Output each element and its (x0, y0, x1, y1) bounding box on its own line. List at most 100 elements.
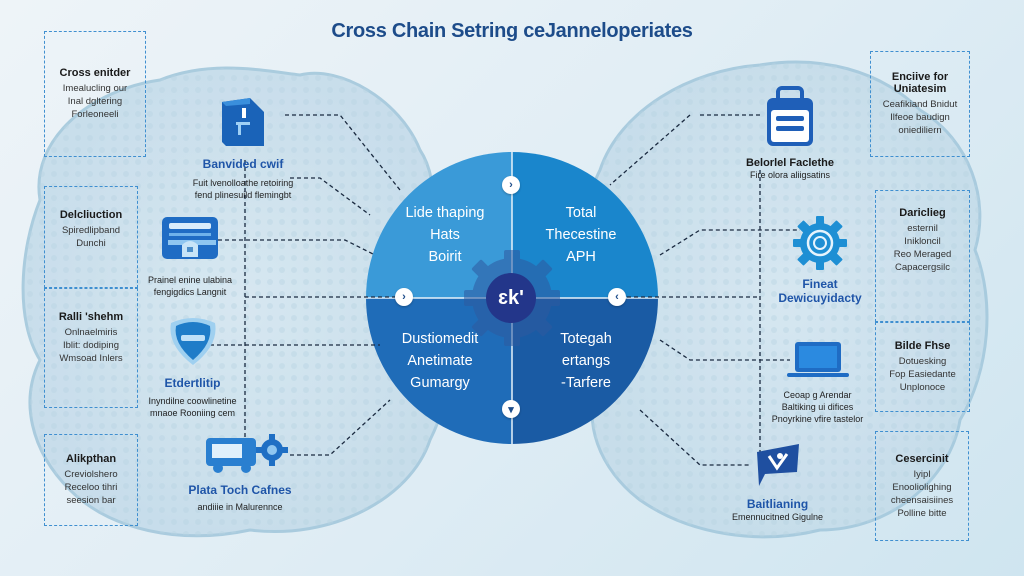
quadrant-line: Total (565, 205, 597, 221)
node-desc: Baltiking ui difices (781, 402, 854, 412)
left-node-shield[interactable]: Etdertlitip Inyndilne coowlinetine mnaoe… (130, 315, 255, 419)
box-heading: Dariclieg (899, 207, 946, 219)
document-icon (222, 98, 264, 146)
quadrant-line: Totegah (560, 331, 612, 347)
node-desc: mnaoe Rooniing cem (149, 408, 236, 418)
box-line: esternil (907, 223, 938, 234)
node-label: Belorlel Faclethe (745, 157, 835, 169)
left-info-box: Alikpthan Creviolshero Receloo tihri see… (44, 434, 138, 526)
box-line: Ilfeoe baudign (890, 112, 950, 123)
node-label: Fineat (802, 277, 838, 291)
left-node-document[interactable]: Banvided cwif Fuit lvenolloathe retoirin… (168, 96, 318, 201)
quadrant-bottom-right[interactable]: Totegah ertangs -Tarfere (521, 328, 651, 394)
arrow-right-icon[interactable]: ‹ (608, 288, 626, 306)
quadrant-line: Gumargy (410, 375, 470, 391)
quadrant-top-right-shape (512, 152, 658, 298)
quadrant-bottom-left-shape (366, 298, 512, 444)
box-line: cheensaisiines (890, 494, 954, 506)
box-heading: Enciive for (891, 71, 949, 83)
center-circle (366, 152, 658, 444)
arrow-bottom-icon[interactable]: ▾ (502, 400, 520, 418)
box-line: Forleoneeli (71, 109, 119, 120)
left-node-browser[interactable]: Prainel enine ulabina fengigdics Langnit (130, 215, 250, 298)
right-info-box: Dariclieg esternil Inikloncil Reo Merage… (875, 190, 970, 322)
arrow-left-icon[interactable]: › (395, 288, 413, 306)
node-desc: Ceoap g Arendar (783, 390, 852, 400)
box-heading: Delcliuction (59, 209, 123, 221)
left-node-truck-gear[interactable]: Plata Toch Cafnes andiiie in Malurennce (175, 432, 305, 513)
box-line: Receloo tihri (64, 482, 118, 493)
quadrant-top-left[interactable]: Lide thaping Hats Boirit (380, 202, 510, 268)
box-line: Capacergsilc (895, 262, 950, 273)
box-line: Reo Meraged (893, 249, 952, 260)
right-node-chat-flag[interactable]: Baitlianing Emennucitned Gigulne (715, 442, 840, 523)
node-label: Banvided cwif (202, 157, 284, 171)
quadrant-line: ertangs (561, 353, 611, 369)
right-info-box: Bilde Fhse Dotuesking Fop Easiedante Unp… (875, 322, 970, 412)
connector-lines (210, 114, 800, 470)
chat-flag-icon (756, 444, 799, 486)
node-desc: Fuit lvenolloathe retoiring (192, 178, 294, 188)
quadrant-line: -Tarfere (561, 375, 611, 391)
box-heading: Cross enitder (59, 67, 131, 79)
right-node-gear[interactable]: Fineat Dewicuyidacty (765, 214, 875, 305)
quadrant-line: Lide thaping (405, 205, 485, 221)
gear-icon (793, 216, 847, 270)
browser-window-icon (162, 217, 218, 259)
box-line: Imealucling our (62, 83, 128, 94)
quadrant-top-right[interactable]: Total Thecestine APH (516, 202, 646, 268)
node-desc: fengigdics Langnit (153, 287, 227, 297)
briefcase-icon (767, 86, 813, 146)
quadrant-line: Hats (430, 227, 460, 243)
box-heading: Uniatesim (893, 83, 947, 95)
node-label: Etdertlitip (164, 376, 221, 390)
laptop-icon (786, 342, 849, 377)
node-label: Dewicuyidacty (778, 291, 862, 305)
box-heading: Ralli 'shehm (58, 311, 124, 323)
box-line: oniediliern (898, 125, 942, 136)
node-desc: Emennucitned Gigulne (731, 512, 824, 522)
right-info-box: Enciive for Uniatesim Ceafikiand Bnidut … (870, 51, 970, 157)
node-label: Plata Toch Cafnes (188, 483, 292, 497)
quadrant-line: APH (566, 249, 596, 265)
shield-badge-icon (169, 318, 216, 365)
node-label: Baitlianing (746, 497, 809, 511)
box-heading: Alikpthan (65, 453, 117, 465)
box-line: Polline bitte (897, 507, 947, 519)
box-line: Inal dgltering (67, 96, 123, 107)
box-heading: Cesercinit (895, 452, 949, 465)
left-info-box: Delcliuction Spiredlipband Dunchi (44, 186, 138, 288)
node-desc: Pnoyrkine vfire tastelor (771, 414, 864, 424)
box-line: Fop Easiedante (889, 369, 956, 380)
truck-gear-icon (206, 434, 288, 473)
page-title: Cross Chain Setring ceJanneloperiates (331, 20, 693, 42)
quadrant-bottom-left[interactable]: Dustiomedit Anetimate Gumargy (375, 328, 505, 394)
ek-logo-icon[interactable]: ɛk' (486, 273, 536, 323)
quadrant-line: Boirit (428, 249, 462, 265)
right-info-box: Cesercinit Iyipl Enooliolighing cheensai… (875, 431, 969, 541)
node-desc: Inyndilne coowlinetine (148, 396, 237, 406)
right-node-briefcase[interactable]: Belorlel Faclethe Fire olora aliigsatins (730, 86, 850, 181)
arrow-top-icon[interactable]: › (502, 176, 520, 194)
quadrant-line: Dustiomedit (401, 331, 479, 347)
box-line: Wmsoad Inlers (59, 353, 123, 364)
node-desc: Fire olora aliigsatins (749, 170, 831, 180)
right-node-laptop[interactable]: Ceoap g Arendar Baltiking ui difices Pno… (755, 340, 880, 425)
quadrant-line: Anetimate (407, 353, 473, 369)
box-line: Dotuesking (898, 356, 947, 367)
left-info-box: Ralli 'shehm Onlnaelmiris Iblit: dodipin… (44, 288, 138, 408)
box-line: Ceafikiand Bnidut (882, 99, 958, 110)
left-info-box: Cross enitder Imealucling our Inal dglte… (44, 31, 146, 157)
box-heading: Bilde Fhse (894, 340, 951, 352)
quadrant-top-left-shape (366, 152, 512, 298)
quadrant-line: Thecestine (545, 227, 617, 243)
box-line: Creviolshero (64, 469, 118, 480)
box-line: Enooliolighing (892, 481, 952, 493)
box-line: Onlnaelmiris (64, 327, 118, 338)
box-line: Inikloncil (904, 236, 941, 247)
node-desc: Prainel enine ulabina (147, 275, 233, 285)
node-desc: fend plinesuild flemingbt (194, 190, 292, 200)
quadrant-bottom-right-shape (512, 298, 658, 444)
box-line: Iyipl (913, 468, 931, 480)
